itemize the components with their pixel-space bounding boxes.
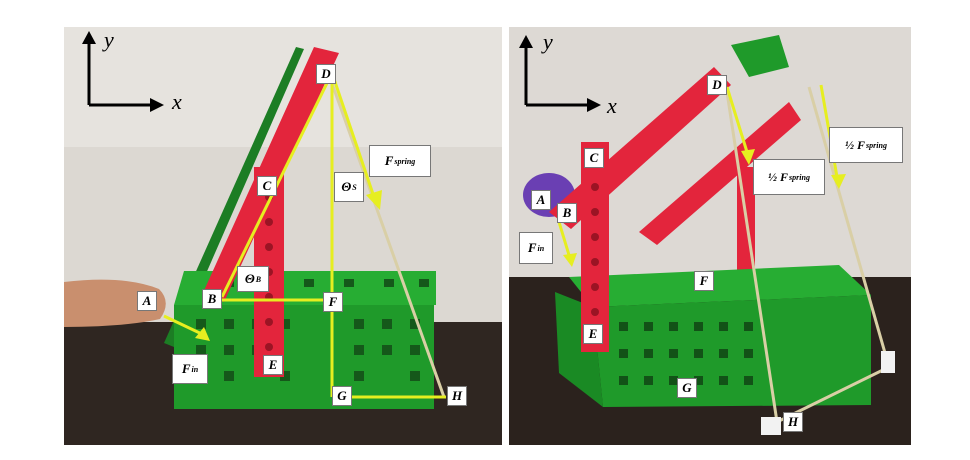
point-c-label: C	[257, 176, 277, 196]
spring-line-1	[725, 91, 779, 423]
half-spring-prefix-1: ½	[768, 169, 778, 184]
point-g-label: G	[332, 386, 352, 406]
point-g-label: G	[677, 378, 697, 398]
red-lower-arm	[639, 102, 801, 245]
spring-line-2	[807, 86, 891, 368]
point-d-label: D	[316, 64, 336, 84]
y-axis-label: y	[543, 29, 553, 54]
white-peg-h	[761, 417, 781, 435]
red-holes	[591, 183, 599, 316]
x-axis-label: x	[607, 93, 617, 118]
green-base-box	[174, 305, 434, 409]
point-a-label: A	[137, 291, 157, 311]
half-spring-main-2: F	[857, 137, 866, 152]
green-box-front	[593, 295, 871, 407]
axis-lines	[87, 41, 154, 107]
point-f-label: F	[694, 271, 714, 291]
input-force-arrowhead	[195, 327, 210, 341]
spring-force-main: F	[384, 153, 394, 168]
point-c-label: C	[584, 148, 604, 168]
spring-force-sub: spring	[394, 156, 416, 166]
theta-b-sub: B	[255, 274, 262, 284]
half-spring-sub-1: spring	[789, 172, 810, 182]
y-axis-label: y	[104, 27, 114, 52]
red-vertical-bar	[581, 142, 609, 352]
theta-s-main: Θ	[341, 179, 352, 194]
input-force-sub: in	[537, 243, 545, 253]
green-box-top	[569, 265, 871, 307]
y-axis-arrowhead	[519, 35, 533, 48]
point-e-label: E	[263, 355, 283, 375]
spring-force-arrowhead	[366, 190, 382, 210]
input-force-sub: in	[191, 364, 199, 374]
x-axis-arrowhead	[587, 98, 601, 112]
point-h-label: H	[783, 412, 803, 432]
point-e-label: E	[583, 324, 603, 344]
half-spring-arrowhead-2	[831, 174, 846, 189]
x-axis-label: x	[172, 89, 182, 114]
theta-b-main: Θ	[244, 271, 255, 286]
half-spring-main-1: F	[780, 169, 789, 184]
point-b-label: B	[557, 203, 577, 223]
input-force-arrowhead	[563, 253, 577, 267]
point-h-label: H	[447, 386, 467, 406]
half-spring-prefix-2: ½	[845, 137, 855, 152]
y-axis-arrowhead	[82, 31, 96, 44]
point-b-label: B	[202, 289, 222, 309]
half-spring-sub-2: spring	[866, 140, 887, 150]
white-peg-right	[881, 351, 895, 373]
axis-lines	[524, 45, 591, 107]
x-axis-arrowhead	[150, 98, 164, 112]
green-holes	[619, 322, 753, 385]
input-force-main: F	[527, 240, 537, 255]
theta-s-sub: S	[352, 182, 357, 192]
half-spring-arrowhead-1	[741, 149, 755, 165]
point-d-label: D	[707, 75, 727, 95]
spring-line	[327, 74, 446, 398]
right-photo-scene	[509, 27, 911, 445]
point-f-label: F	[323, 292, 343, 312]
left-photo-scene	[64, 27, 502, 445]
input-force-main: F	[181, 361, 191, 376]
green-top-piece	[731, 35, 789, 77]
point-a-label: A	[531, 190, 551, 210]
